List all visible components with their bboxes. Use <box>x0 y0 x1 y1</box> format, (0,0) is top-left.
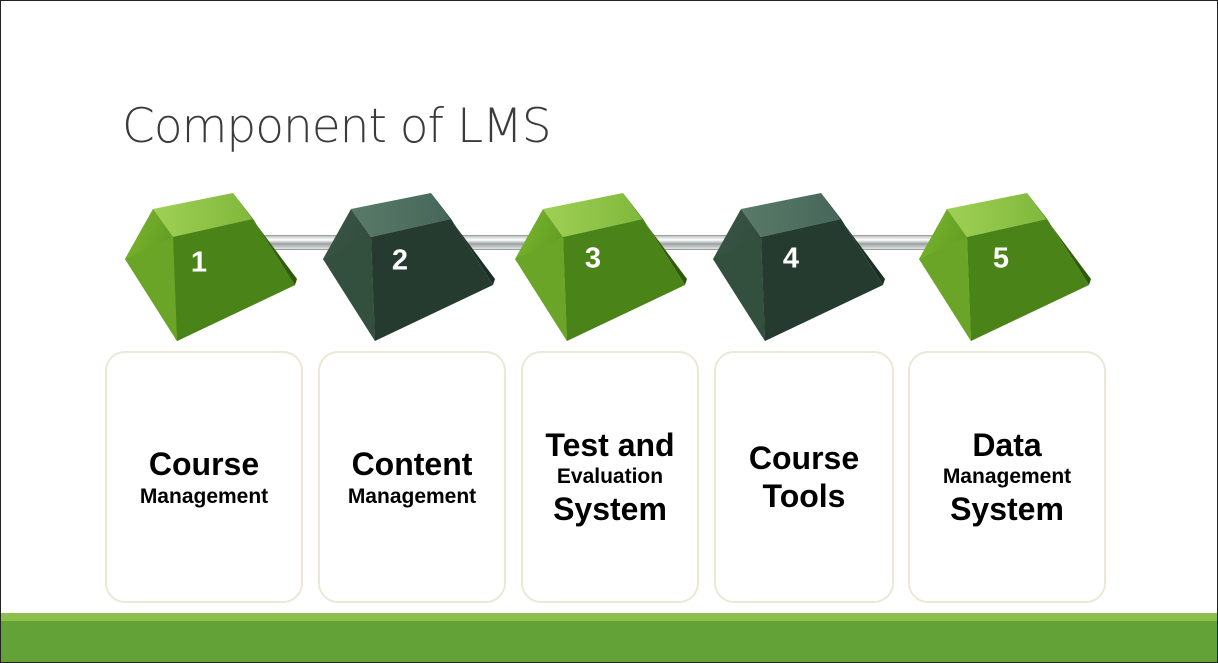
card-line: Course <box>148 446 260 483</box>
card-line: System <box>553 490 667 527</box>
step-number: 1 <box>190 246 208 279</box>
card-line: Management <box>139 484 269 508</box>
component-card: Course Tools <box>714 351 894 603</box>
green-cube-icon <box>125 193 297 341</box>
cube-step-4 <box>713 189 887 349</box>
card-label: Data Management System <box>943 426 1071 528</box>
step-number: 2 <box>391 244 409 277</box>
card-label: Course Management <box>140 445 268 509</box>
step-number: 4 <box>782 242 800 275</box>
footer-band <box>1 613 1217 662</box>
footer-strip-dark <box>1 621 1217 662</box>
component-card: Data Management System <box>908 351 1106 603</box>
component-card: Content Management <box>318 351 506 603</box>
card-label: Course Tools <box>749 439 859 516</box>
cube-step-2 <box>323 189 497 349</box>
dark-cube-icon <box>323 193 495 341</box>
slide-title: Component of LMS <box>122 99 552 154</box>
step-number: 3 <box>584 242 602 275</box>
cube-step-5 <box>919 189 1093 349</box>
green-cube-icon <box>515 193 687 341</box>
card-line: Management <box>942 465 1072 489</box>
dark-cube-icon <box>713 193 885 341</box>
green-cube-icon <box>919 193 1091 341</box>
card-line: Data <box>972 427 1042 464</box>
card-label: Content Management <box>348 445 476 509</box>
card-line: Management <box>347 484 477 508</box>
card-line: Course <box>748 439 860 476</box>
card-line: System <box>950 490 1064 527</box>
cube-step-1 <box>125 189 299 349</box>
card-label: Test and Evaluation System <box>545 426 674 528</box>
card-line: Test and <box>545 427 675 464</box>
card-line: Content <box>351 446 473 483</box>
component-card: Course Management <box>105 351 303 603</box>
card-line: Evaluation <box>556 465 664 489</box>
cube-step-3 <box>515 189 689 349</box>
step-number: 5 <box>992 242 1010 275</box>
component-card: Test and Evaluation System <box>521 351 699 603</box>
footer-strip-light <box>1 613 1217 621</box>
card-line: Tools <box>762 478 846 514</box>
